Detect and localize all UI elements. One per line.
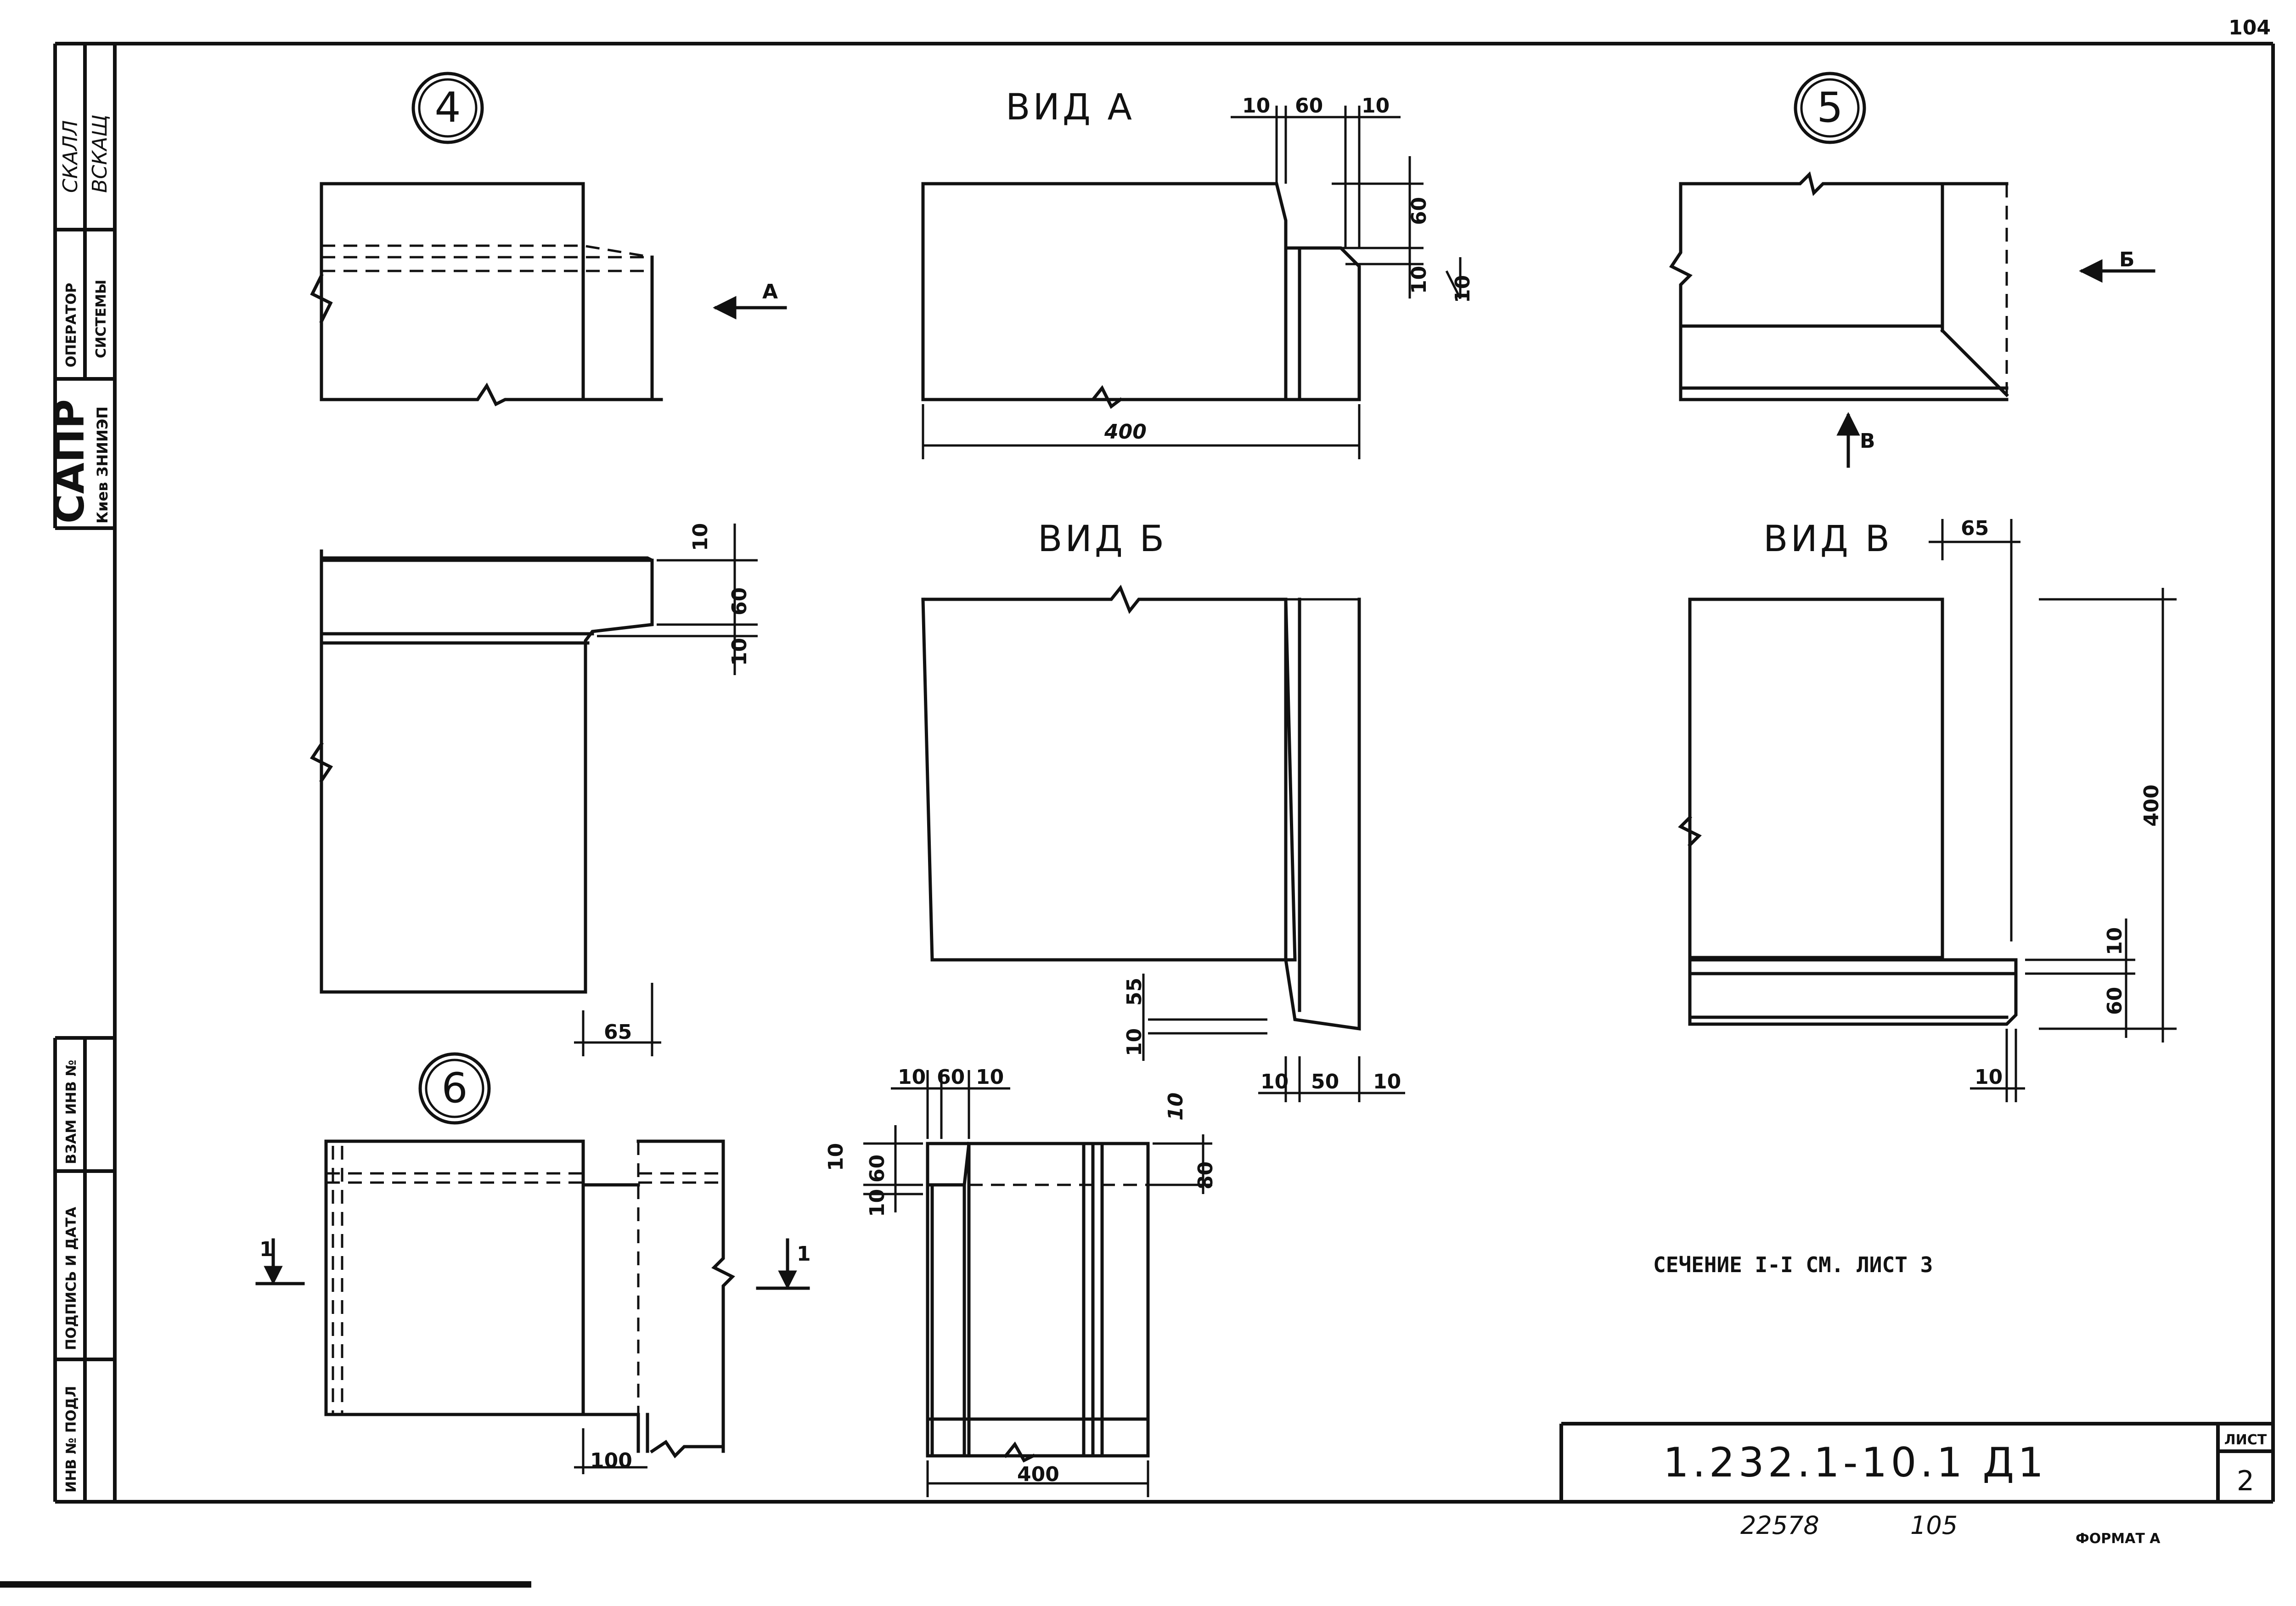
stamp-scale-label: СКАЛЛ: [59, 120, 82, 193]
a-dim-400: 400: [1104, 420, 1147, 444]
detail-4: [310, 72, 787, 406]
v-dim-10-bottom: 10: [1975, 1065, 2003, 1089]
a-dim-10-left: 10: [1242, 94, 1270, 118]
s-dim-10-left: 10: [898, 1065, 926, 1089]
v-dim-10: 10: [2103, 927, 2127, 955]
b-dim-10-right: 10: [1373, 1070, 1401, 1093]
v-dim-65: 65: [1961, 517, 1989, 540]
detail-4-number: 4: [434, 84, 461, 132]
v-dim-60: 60: [2103, 987, 2127, 1015]
stamp-operator-label: ОПЕРАТОР: [63, 283, 79, 367]
b-dim-10: 10: [1123, 1028, 1146, 1056]
d4-dim-65: 65: [604, 1020, 632, 1044]
sheet-label: ЛИСТ: [2224, 1432, 2267, 1448]
detail-4-section: [310, 524, 758, 1056]
s-dim-v10: 10: [824, 1143, 848, 1171]
a-dim-10-right: 10: [1362, 94, 1390, 118]
s-dim-10-right: 10: [976, 1065, 1004, 1089]
view-b-arrow-label: Б: [2119, 248, 2135, 271]
b-dim-55: 55: [1123, 978, 1146, 1006]
detail-6: [255, 1052, 810, 1474]
stamp-col-signature-date: ПОДПИСЬ И ДАТА: [63, 1206, 79, 1350]
d4-dim-60: 60: [728, 587, 751, 615]
stamp-col-original-inv: ИНВ № ПОДЛ: [63, 1386, 79, 1493]
s-dim-400: 400: [1017, 1463, 1059, 1486]
stamp-scale-value: ВСКАЩ: [88, 115, 112, 193]
detail-6-number: 6: [441, 1064, 467, 1112]
stamp-org: Киев ЗНИИЭП: [94, 406, 111, 524]
view-a-title: ВИД А: [1006, 87, 1135, 128]
a-dim-60: 60: [1295, 94, 1323, 118]
footer-inventory-number: 22578: [1740, 1511, 1819, 1540]
sheet-frame: [0, 42, 2275, 1588]
v-dim-400: 400: [2140, 784, 2163, 827]
a-dim-v60: 60: [1407, 197, 1431, 225]
s-dim-10-top: 10: [1164, 1093, 1187, 1121]
view-b-title: ВИД Б: [1038, 518, 1167, 560]
title-block: [1559, 1422, 2273, 1502]
view-b: [921, 585, 1405, 1102]
d6-dim-100: 100: [590, 1449, 632, 1472]
section-note: СЕЧЕНИЕ I-I СМ. ЛИСТ 3: [1653, 1252, 1933, 1277]
detail-5-number: 5: [1817, 84, 1843, 132]
view-v-arrow-label: В: [1860, 429, 1875, 453]
stamp-sapr: САПР: [46, 399, 93, 524]
section-marker-right: 1: [797, 1242, 811, 1266]
section-view: [863, 1070, 1212, 1497]
footer-format: ФОРМАТ А: [2076, 1531, 2161, 1547]
s-dim-60: 60: [937, 1065, 965, 1089]
footer-code: 105: [1910, 1511, 1958, 1540]
s-dim-v60: 60: [866, 1155, 889, 1183]
view-v-title: ВИД В: [1763, 518, 1892, 560]
b-dim-10-left: 10: [1261, 1070, 1289, 1093]
view-v: [1678, 519, 2177, 1102]
s-dim-80: 80: [1194, 1161, 1217, 1189]
section-marker-left: 1: [259, 1238, 274, 1261]
d4-dim-10-top: 10: [689, 523, 712, 551]
sheet-number: 2: [2237, 1465, 2254, 1497]
stamp-system-label: СИСТЕМЫ: [93, 280, 109, 358]
stamp-col-replace-inv: ВЗАМ ИНВ №: [63, 1060, 79, 1164]
d4-dim-10-bottom: 10: [728, 638, 751, 666]
a-dim-v10: 10: [1407, 266, 1431, 294]
page-number: 104: [2228, 16, 2271, 39]
document-code: 1.232.1-10.1 Д1: [1663, 1439, 2047, 1486]
s-dim-v10b: 10: [866, 1189, 889, 1217]
detail-5: [1669, 72, 2155, 468]
view-a-arrow-label: А: [762, 280, 778, 304]
left-stamp: [53, 42, 115, 1502]
b-dim-50: 50: [1311, 1070, 1339, 1093]
view-a: [921, 106, 1462, 459]
a-dim-v10b: 10: [1451, 275, 1474, 303]
